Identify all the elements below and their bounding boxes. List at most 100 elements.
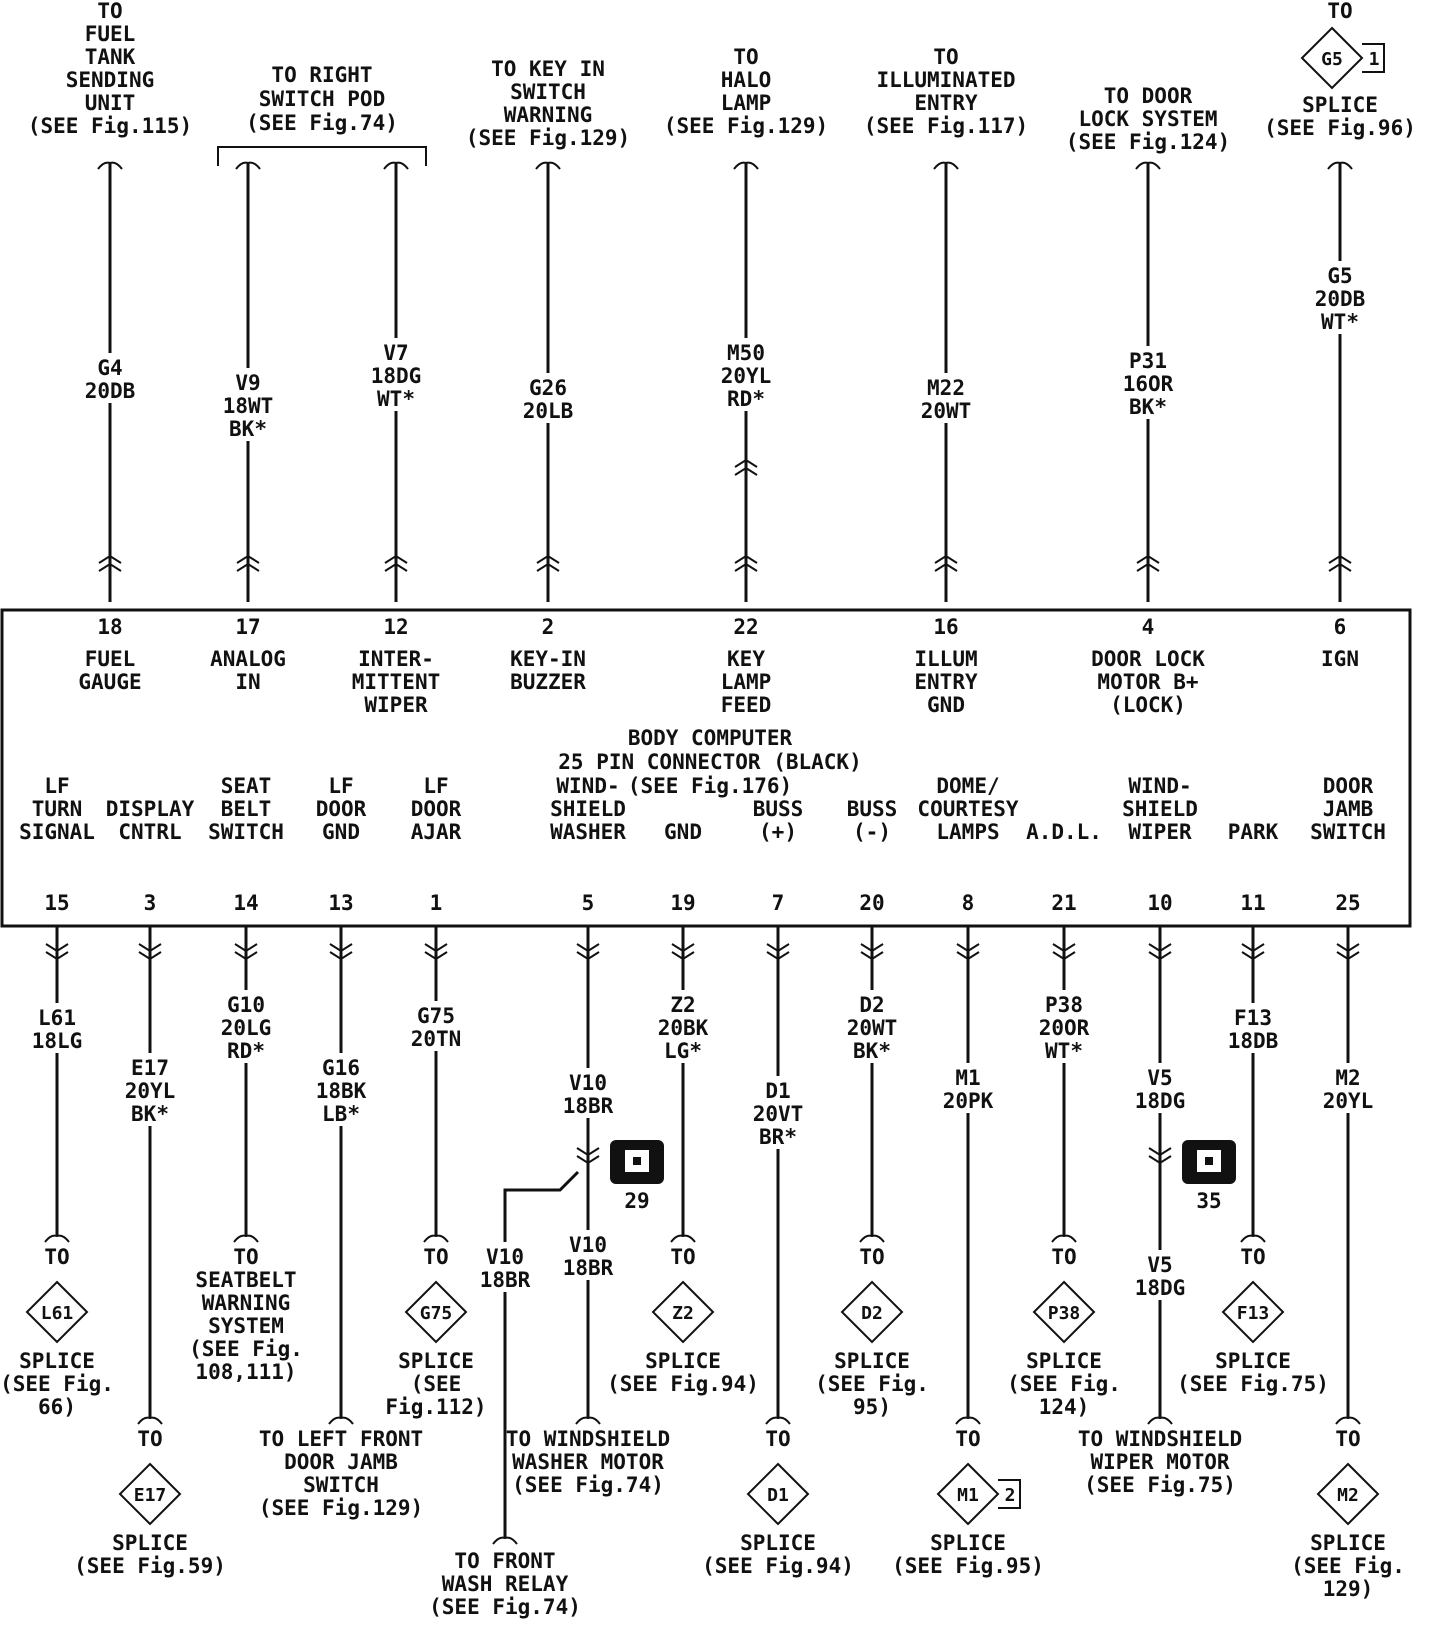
pin-number: 12 [383,615,408,639]
destination-label: (SEE Fig.75) [1177,1372,1329,1396]
destination-label: TO [765,1427,790,1451]
wire-code: Z2 [670,993,695,1017]
wire-code: 20DB [85,379,136,403]
pin-number: 4 [1142,615,1155,639]
destination-label: WIPER MOTOR [1090,1450,1229,1474]
circuit-fuel-gauge: G420DB18FUELGAUGETOFUELTANKSENDINGUNIT(S… [28,0,192,694]
connector-chevron [1328,554,1352,572]
pin-function: SIGNAL [19,820,95,844]
connector-chevron [734,554,758,572]
splice-diamond: G75 [404,1280,468,1344]
wire-terminal [492,1536,518,1545]
destination-label: DOOR JAMB [284,1450,398,1474]
pin-function: DOOR [1323,774,1374,798]
wire-code: G16 [322,1056,360,1080]
pin-function: FEED [721,693,772,717]
splice-label: P38 [1048,1303,1081,1324]
connector-chevron [424,943,448,961]
pin-function: BUSS [753,797,804,821]
wire-terminal [1051,1234,1077,1243]
pin-number: 5 [582,891,595,915]
wire-code: RD* [227,1039,265,1063]
pin-function: DOOR LOCK [1091,647,1205,671]
connector-chevron [236,554,260,572]
wire-code: 20WT [921,399,972,423]
pin-function: IGN [1321,647,1359,671]
splice-diamond: D1 [746,1462,810,1526]
connector-chevron [536,554,560,572]
pin-function: PARK [1228,820,1279,844]
inline-connector-number: 29 [624,1189,649,1213]
connector-chevron [329,943,353,961]
destination-label: SPLICE [19,1349,95,1373]
splice-diamond: M2 [1316,1462,1380,1526]
splice-diamond: M1 2 [936,1462,1021,1526]
wire-code: 20VT [753,1102,804,1126]
wire-code: 18DG [1135,1089,1186,1113]
splice-number: 2 [1005,1485,1016,1506]
pin-function: CNTRL [118,820,181,844]
destination-label: (SEE Fig.94) [607,1372,759,1396]
destination-label: (SEE Fig. [815,1372,929,1396]
wire-code: D1 [765,1079,790,1103]
wire-code: 20YL [721,364,772,388]
wire-code: 18DB [1228,1029,1279,1053]
splice-label: L61 [41,1303,74,1324]
pin-function: MITTENT [352,670,441,694]
pin-number: 1 [430,891,443,915]
destination-label: ILLUMINATED [876,68,1015,92]
connector-title-line: BODY COMPUTER [628,726,793,750]
pin-number: 17 [235,615,260,639]
pin-number: 13 [328,891,353,915]
wire-code: V7 [383,341,408,365]
wire-code: 20LB [523,399,574,423]
wire-terminal [328,1416,354,1425]
wire-code: V10 [569,1071,607,1095]
destination-label: SPLICE [930,1531,1006,1555]
connector-chevron [1241,943,1265,961]
wire-code: M1 [955,1066,980,1090]
wire-terminal [733,161,759,170]
wire-code: G26 [529,376,567,400]
wire-terminal [44,1234,70,1243]
wire-code: 20YL [125,1079,176,1103]
splice-label: E17 [134,1485,167,1506]
wire-code: 20OR [1039,1016,1090,1040]
connector-chevron [1148,943,1172,961]
wire-terminal [670,1234,696,1243]
wire-terminal [575,1416,601,1425]
splice-label: M1 [957,1485,979,1506]
wire-code: LG* [664,1039,702,1063]
pin-number: 11 [1240,891,1265,915]
destination-label: (SEE Fig.129) [466,126,630,150]
wire-code: 18DG [371,364,422,388]
destination-label: (SEE Fig. [1291,1554,1405,1578]
wire-code: V10 [486,1245,524,1269]
wire-terminal [383,161,409,170]
destination-label: SPLICE [1310,1531,1386,1555]
connector-chevron [860,943,884,961]
pin-number: 18 [97,615,122,639]
wire-code: V5 [1147,1066,1172,1090]
destination-label: LAMP [721,91,772,115]
inline-connector-icon: 35 [1182,1140,1236,1213]
destination-label: TO [233,1245,258,1269]
destination-label: HALO [721,68,772,92]
wire-code: L61 [38,1006,76,1030]
destination-label: SEATBELT [195,1268,296,1292]
wire-code: G4 [97,356,122,380]
destination-label: WASHER MOTOR [512,1450,664,1474]
destination-label: TO DOOR [1104,84,1193,108]
destination-label: SYSTEM [208,1314,284,1338]
wire-code: 18BR [563,1256,614,1280]
connector-chevron [1336,943,1360,961]
pin-function: GND [927,693,965,717]
